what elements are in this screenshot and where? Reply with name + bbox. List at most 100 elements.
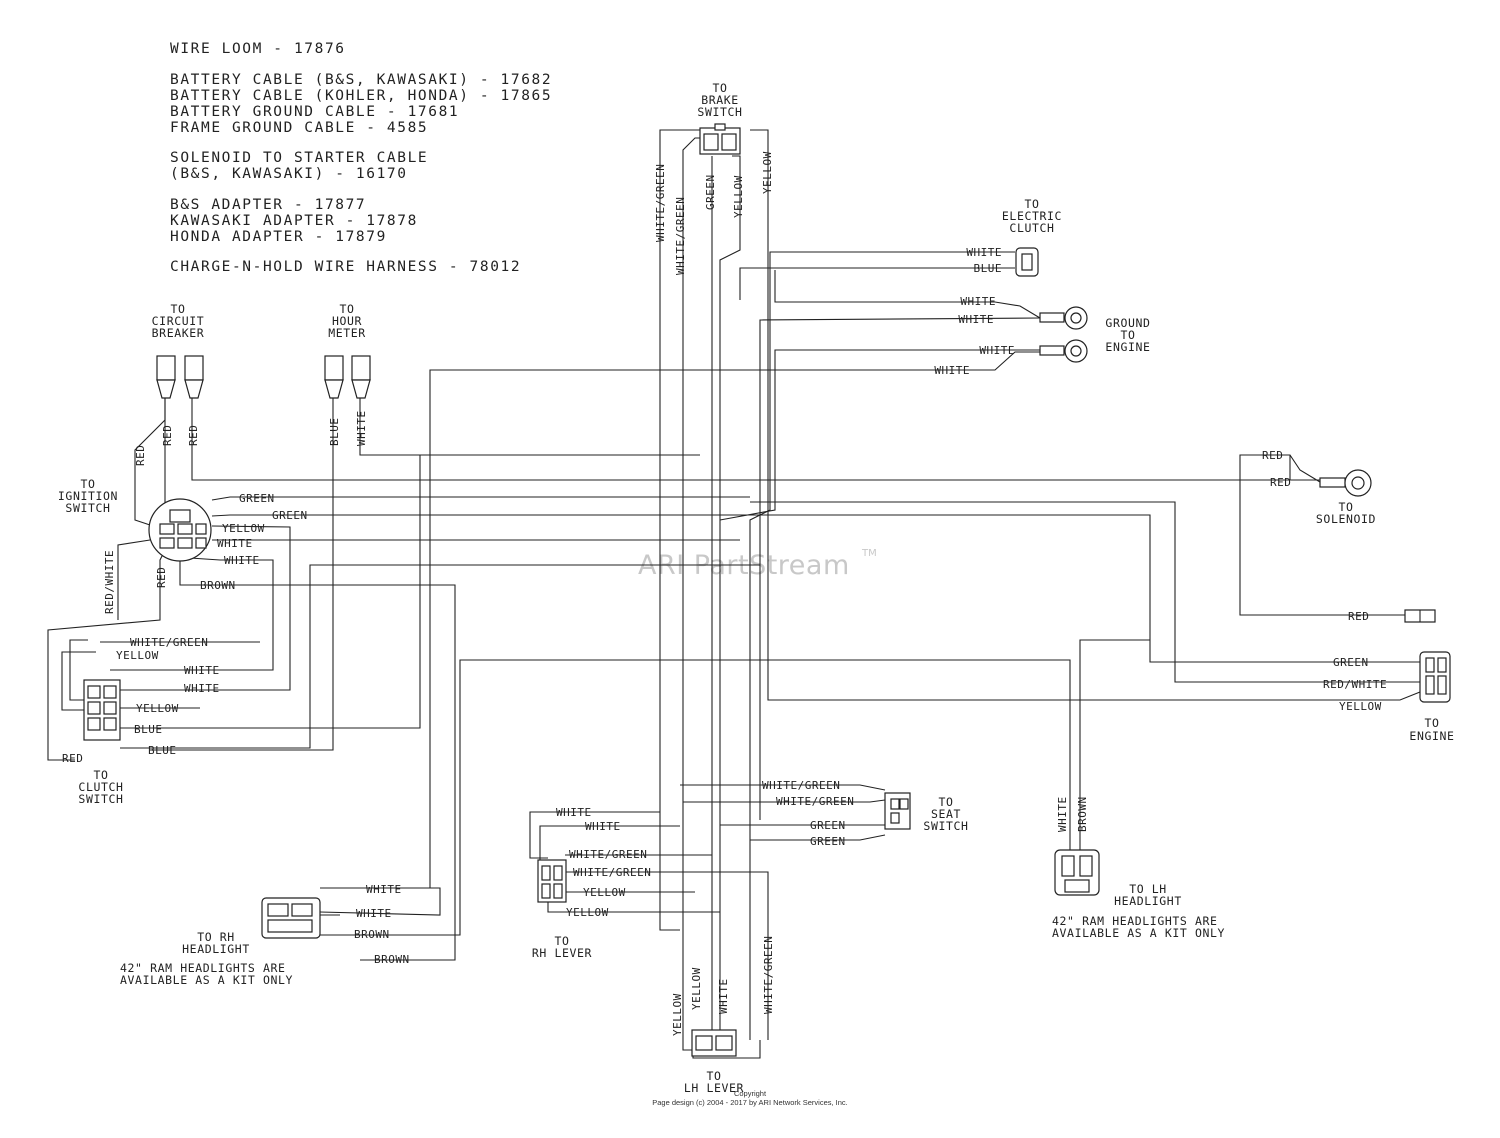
lh-lever-connector: [691, 1029, 737, 1057]
circuit-breaker-label: TO: [170, 302, 185, 316]
copyright-text: Copyright: [734, 1089, 767, 1098]
lh-headlight-note: AVAILABLE AS A KIT ONLY: [1052, 926, 1225, 940]
parts-list-item: BATTERY CABLE (KOHLER, HONDA) - 17865: [170, 88, 552, 104]
ignition-switch-label: IGNITION: [58, 489, 118, 503]
ignition-switch-label: SWITCH: [65, 501, 110, 515]
ground-to-engine-label: GROUND: [1105, 316, 1150, 330]
rh-headlight-label: HEADLIGHT: [182, 942, 250, 956]
wire-label: WHITE: [184, 664, 220, 677]
rh-headlight-connector: [261, 897, 321, 939]
wire-label: YELLOW: [671, 993, 684, 1036]
wire-label: WHITE/GREEN: [573, 866, 651, 879]
wire-label: RED: [1262, 449, 1283, 462]
clutch-switch-label: CLUTCH: [78, 780, 123, 794]
wire-label: BROWN: [1076, 796, 1089, 832]
wire-label: YELLOW: [116, 649, 159, 662]
wire-label: WHITE/GREEN: [569, 848, 647, 861]
wire-label: GREEN: [1333, 656, 1369, 669]
rh-headlight-note: AVAILABLE AS A KIT ONLY: [120, 973, 293, 987]
wire-label: WHITE: [355, 410, 368, 446]
wire-paths: [47, 129, 1421, 1059]
wire-label: RED: [155, 567, 168, 588]
wire-label: WHITE/GREEN: [776, 795, 854, 808]
hour-meter-terminals: [324, 355, 371, 399]
parts-list-item: BATTERY GROUND CABLE - 17681: [170, 104, 459, 120]
red-bullet-connector: [1404, 609, 1436, 623]
wire-label: WHITE/GREEN: [762, 936, 775, 1014]
wire-label: BROWN: [200, 579, 236, 592]
wire-label: RED: [134, 445, 147, 466]
component-labels: TO BRAKE SWITCH TO ELECTRIC CLUTCH GROUN…: [58, 81, 1454, 1095]
rh-lever-connector: [537, 859, 567, 903]
circuit-breaker-label: CIRCUIT: [152, 314, 205, 328]
wire-label: YELLOW: [222, 522, 265, 535]
hour-meter-label: METER: [328, 326, 366, 340]
wire-label: WHITE: [1056, 796, 1069, 832]
wire-label: WHITE: [556, 806, 592, 819]
parts-list-item: BATTERY CABLE (B&S, KAWASAKI) - 17682: [170, 72, 552, 88]
parts-list-item: WIRE LOOM - 17876: [170, 41, 346, 57]
ground-ring-terminal: [1039, 306, 1088, 330]
electric-clutch-label: TO: [1024, 197, 1039, 211]
lh-lever-label: TO: [706, 1069, 721, 1083]
engine-label: TO: [1424, 716, 1439, 730]
wire-labels-vertical: WHITE/GREEN WHITE/GREEN GREEN YELLOW YEL…: [103, 151, 1089, 1036]
wire-label: YELLOW: [583, 886, 626, 899]
clutch-switch-connector: [83, 679, 121, 741]
wire-label: WHITE: [585, 820, 621, 833]
wire-label: GREEN: [239, 492, 275, 505]
wire-label: GREEN: [810, 835, 846, 848]
wire-label: WHITE: [960, 295, 996, 308]
rh-headlight-note: 42" RAM HEADLIGHTS ARE: [120, 961, 286, 975]
parts-list-item: KAWASAKI ADAPTER - 17878: [170, 213, 418, 229]
seat-switch-connector: [884, 792, 911, 830]
ignition-switch-connector: [148, 498, 212, 562]
wire-label: BLUE: [134, 723, 163, 736]
wire-label: YELLOW: [761, 151, 774, 194]
wire-label: BLUE: [328, 418, 341, 447]
brake-switch-label: BRAKE: [701, 93, 739, 107]
wire-label: WHITE: [184, 682, 220, 695]
seat-switch-label: SEAT: [931, 807, 961, 821]
ground-ring-terminal: [1039, 339, 1088, 363]
wire-label: YELLOW: [732, 175, 745, 218]
parts-list: WIRE LOOM - 17876 BATTERY CABLE (B&S, KA…: [170, 41, 552, 275]
solenoid-ring-terminal: [1319, 469, 1372, 497]
watermark-tm: TM: [861, 548, 877, 559]
ignition-switch-label: TO: [80, 477, 95, 491]
wire-label: WHITE: [966, 246, 1002, 259]
parts-list-item: CHARGE-N-HOLD WIRE HARNESS - 78012: [170, 259, 521, 275]
brake-switch-label: SWITCH: [697, 105, 742, 119]
wire-label: WHITE/GREEN: [762, 779, 840, 792]
hour-meter-label: TO: [339, 302, 354, 316]
lh-headlight-connector: [1054, 849, 1100, 896]
wire-label: WHITE: [217, 537, 253, 550]
brake-switch-connector: [699, 123, 741, 155]
rh-headlight-label: TO RH: [197, 930, 235, 944]
clutch-switch-label: SWITCH: [78, 792, 123, 806]
wire-label: WHITE: [224, 554, 260, 567]
page-design-credit: Page design (c) 2004 - 2017 by ARI Netwo…: [652, 1098, 848, 1107]
wire-label: WHITE: [717, 978, 730, 1014]
parts-list-item: (B&S, KAWASAKI) - 16170: [170, 166, 408, 182]
seat-switch-label: TO: [938, 795, 953, 809]
electric-clutch-label: ELECTRIC: [1002, 209, 1062, 223]
wire-label: RED/WHITE: [1323, 678, 1387, 691]
wire-label: YELLOW: [136, 702, 179, 715]
rh-lever-label: TO: [554, 934, 569, 948]
engine-label: ENGINE: [1409, 729, 1454, 743]
wire-label: YELLOW: [566, 906, 609, 919]
wire-label: RED: [187, 425, 200, 446]
wire-label: GREEN: [810, 819, 846, 832]
wire-label: RED: [1270, 476, 1291, 489]
parts-list-item: HONDA ADAPTER - 17879: [170, 229, 387, 245]
wire-label: WHITE: [366, 883, 402, 896]
clutch-switch-label: TO: [93, 768, 108, 782]
electric-clutch-label: CLUTCH: [1009, 221, 1054, 235]
wire-label: BROWN: [374, 953, 410, 966]
circuit-breaker-label: BREAKER: [152, 326, 205, 340]
circuit-breaker-terminals: [156, 355, 204, 399]
wire-label: WHITE: [934, 364, 970, 377]
solenoid-label: SOLENOID: [1316, 512, 1376, 526]
